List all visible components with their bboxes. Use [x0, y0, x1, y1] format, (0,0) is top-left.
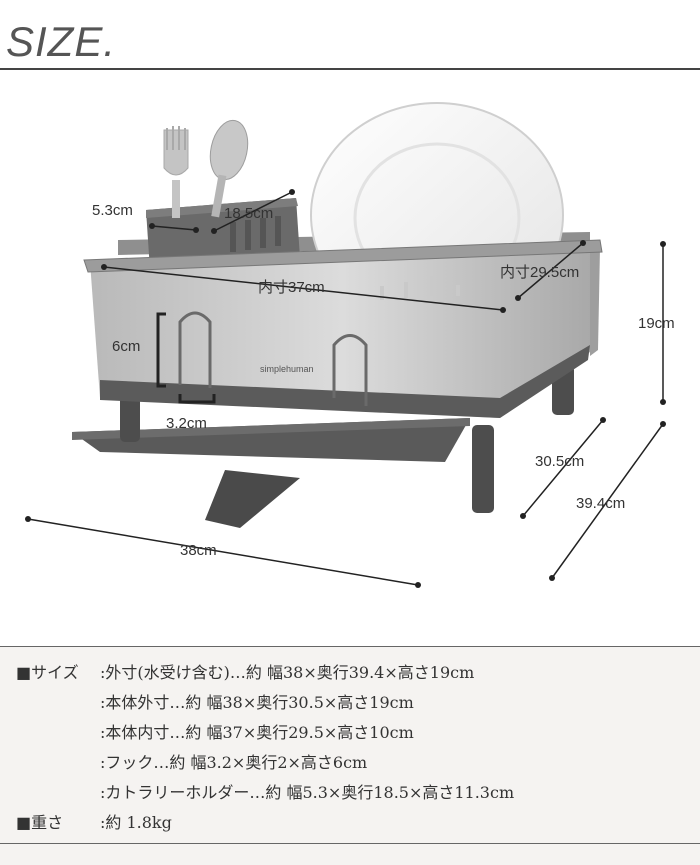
spec-text: :外寸(水受け含む)…約 幅38×奥行39.4×高さ19cm: [100, 663, 475, 682]
label-body-depth: 30.5cm: [535, 453, 584, 470]
leg: [472, 425, 494, 513]
dim-hook-width: 3.2cm: [166, 394, 216, 432]
dim-inner-width: 内寸37cm: [101, 264, 506, 313]
spec-bottom-rule: [0, 843, 700, 844]
cutlery-holder: [146, 198, 300, 270]
spec-weight-text: :約 1.8kg: [100, 813, 172, 832]
drip-tray: [72, 418, 470, 528]
dim-body-depth: 30.5cm: [520, 417, 606, 519]
spoon: [209, 119, 249, 218]
label-hook-height: 6cm: [112, 338, 140, 355]
spec-text: :カトラリーホルダー…約 幅5.3×奥行18.5×高さ11.3cm: [100, 783, 515, 802]
rack-body: simplehuman: [83, 239, 603, 418]
label-holder-depth: 18.5cm: [224, 205, 273, 222]
spec-text: :フック…約 幅3.2×奥行2×高さ6cm: [100, 753, 368, 772]
spec-panel: ■サイズ :外寸(水受け含む)…約 幅38×奥行39.4×高さ19cm :本体外…: [0, 646, 700, 865]
dim-inner-depth: 内寸29.5cm: [500, 240, 586, 301]
utensil-hook: [178, 311, 368, 406]
spec-weight-heading: ■重さ: [16, 813, 64, 832]
label-inner-width: 内寸37cm: [258, 279, 325, 296]
page-title: SIZE.: [6, 18, 117, 65]
dim-holder-depth: 18.5cm: [211, 189, 295, 234]
dim-holder-width: 5.3cm: [92, 202, 199, 233]
title-divider: [0, 68, 700, 70]
dim-overall-width: 38cm: [25, 516, 421, 588]
spec-size-heading: ■サイズ: [16, 663, 79, 682]
label-holder-width: 5.3cm: [92, 202, 133, 219]
brand-logo: simplehuman: [260, 364, 314, 374]
spec-text: :本体外寸…約 幅38×奥行30.5×高さ19cm: [100, 693, 414, 712]
label-hook-width: 3.2cm: [166, 415, 207, 432]
fork: [163, 126, 189, 218]
label-inner-depth: 内寸29.5cm: [500, 264, 579, 281]
spec-text: :本体内寸…約 幅37×奥行29.5×高さ10cm: [100, 723, 414, 742]
label-overall-depth: 39.4cm: [576, 495, 625, 512]
dim-hook-height: 6cm: [112, 312, 166, 388]
leg: [120, 390, 140, 442]
dim-height: 19cm: [638, 241, 675, 405]
label-height: 19cm: [638, 315, 675, 332]
label-overall-width: 38cm: [180, 542, 217, 559]
dish-rack-figure: simplehuman 5.3cm 18.5cm 内寸37cm 内寸29.: [25, 102, 675, 588]
dim-overall-depth: 39.4cm: [549, 421, 666, 581]
